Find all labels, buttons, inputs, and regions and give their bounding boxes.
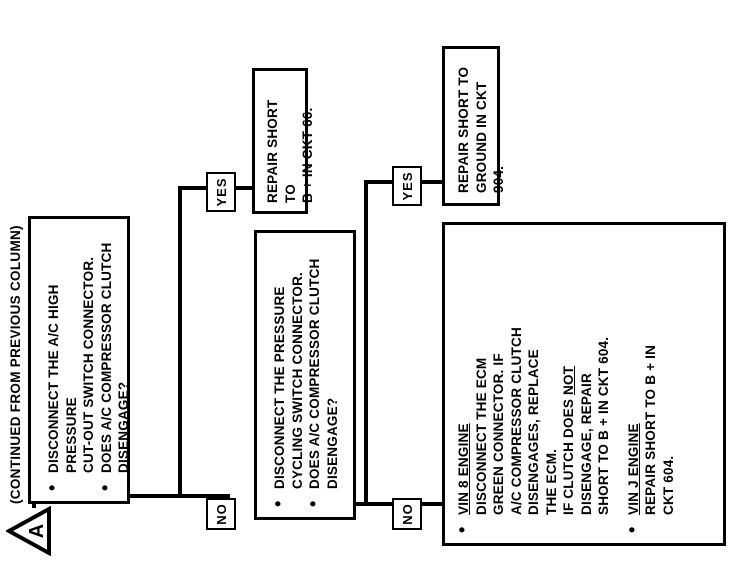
vin8-text: A/C COMPRESSOR CLUTCH <box>508 327 524 515</box>
yes-connector <box>368 180 392 184</box>
step2-box: DISCONNECT THE PRESSURE CYCLING SWITCH C… <box>254 230 356 520</box>
marker-letter: A <box>26 524 48 538</box>
no-connector <box>368 502 392 506</box>
continued-caption: (CONTINUED FROM PREVIOUS COLUMN) <box>8 225 23 504</box>
vin8-text: IF CLUTCH DOES <box>561 398 576 515</box>
step2-no-label: NO <box>392 498 422 530</box>
branch-bar <box>178 186 182 498</box>
step1-no-label: NO <box>206 498 236 530</box>
yes-connector <box>182 186 206 190</box>
step1-box: DISCONNECT THE A/C HIGH PRESSURE CUT-OUT… <box>28 216 133 504</box>
vin8-text: DISENGAGES, REPLACE <box>526 349 541 515</box>
triangle-icon: A <box>4 505 51 557</box>
step3-box: VIN 8 ENGINE DISCONNECT THE ECM GREEN CO… <box>442 222 726 546</box>
step2-yes-label: YES <box>392 166 422 206</box>
yes-arrow <box>422 180 444 184</box>
vin8-if-line: IF CLUTCH DOES NOT <box>560 231 578 515</box>
vin8-text: DISCONNECT THE ECM <box>473 357 489 515</box>
step2-bullet-disconnect: DISCONNECT THE PRESSURE CYCLING SWITCH C… <box>271 239 306 511</box>
step1-text: DISENGAGE? <box>116 381 131 473</box>
step2-yes-result-box: REPAIR SHORT TO GROUND IN CKT 904. <box>442 46 506 206</box>
step2-text: DISENGAGE? <box>324 397 340 489</box>
vinj-text: REPAIR SHORT TO B + IN <box>643 344 658 515</box>
step1-text: CUT-OUT SWITCH CONNECTOR. <box>81 256 96 473</box>
no-connector <box>182 494 230 498</box>
vin8-text: GREEN CONNECTOR. IF <box>491 353 506 515</box>
branch-bar <box>364 180 368 506</box>
step2-bullet-question: DOES A/C COMPRESSOR CLUTCH DISENGAGE? <box>306 239 341 511</box>
vinj-heading: VIN J ENGINE <box>625 423 641 515</box>
result-text: B + IN CKT 66. <box>300 107 315 203</box>
no-arrow <box>422 502 444 506</box>
reference-marker: A <box>4 505 52 557</box>
step2-text: CYCLING SWITCH CONNECTOR. <box>289 272 305 489</box>
step2-text: DOES A/C COMPRESSOR CLUTCH <box>307 258 322 489</box>
vin8-text: THE ECM. <box>543 448 559 515</box>
step1-yes-result-box: REPAIR SHORT TO B + IN CKT 66. <box>252 68 315 214</box>
step2-text: DISCONNECT THE PRESSURE <box>272 286 287 489</box>
branch-stem <box>128 494 180 498</box>
vin8-not: NOT <box>561 365 576 395</box>
vinj-text: CKT 604. <box>660 455 676 515</box>
result-text: GROUND IN CKT 904. <box>473 81 507 193</box>
step1-bullet-disconnect: DISCONNECT THE A/C HIGH PRESSURE CUT-OUT… <box>45 225 98 495</box>
step1-text: DOES A/C COMPRESSOR CLUTCH <box>98 242 114 473</box>
vin8-text: SHORT TO B + IN CKT 604. <box>596 336 611 515</box>
step1-yes-label: YES <box>206 172 236 212</box>
result-text: REPAIR SHORT TO <box>456 66 471 193</box>
vin8-heading: VIN 8 ENGINE <box>456 423 471 515</box>
step1-text: DISCONNECT THE A/C HIGH PRESSURE <box>46 284 79 473</box>
vin8-text: DISENGAGE, REPAIR <box>578 373 594 515</box>
step3-bullet-vinj: VIN J ENGINE REPAIR SHORT TO B + IN CKT … <box>625 231 678 537</box>
result-text: REPAIR SHORT TO <box>265 99 298 203</box>
step1-bullet-question: DOES A/C COMPRESSOR CLUTCH DISENGAGE? <box>98 225 133 495</box>
step3-bullet-vin8: VIN 8 ENGINE DISCONNECT THE ECM GREEN CO… <box>455 231 613 537</box>
